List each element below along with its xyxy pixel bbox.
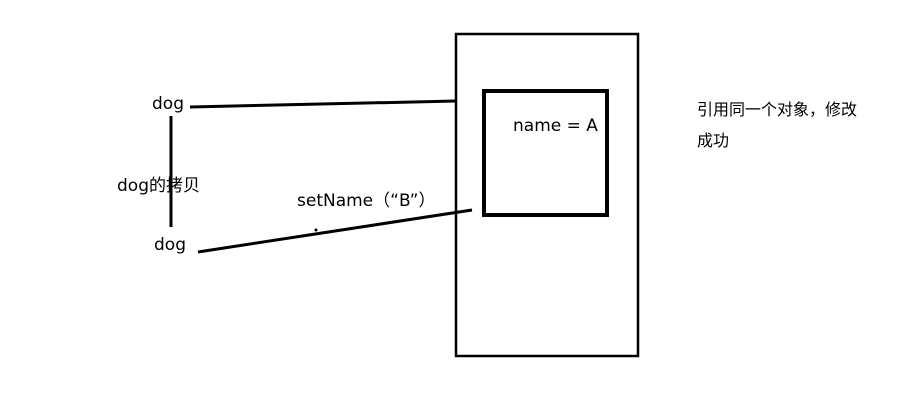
- result-note: 引用同一个对象，修改 成功: [697, 94, 897, 156]
- result-note-line-2: 成功: [697, 131, 730, 150]
- dog-label-bottom: dog: [154, 235, 186, 255]
- name-field-box: [482, 89, 609, 217]
- heap-object-box: [454, 32, 640, 358]
- result-note-line-1: 引用同一个对象，修改: [697, 100, 858, 119]
- copy-reference-line: [197, 208, 473, 254]
- dog-copy-label: dog的拷贝: [117, 176, 200, 196]
- set-name-call-label: setName（“B”）: [297, 191, 436, 211]
- dog-reference-line: [189, 99, 457, 109]
- name-field-label: name = A: [513, 116, 598, 136]
- dog-label-top: dog: [152, 94, 184, 114]
- stray-dot: [314, 228, 318, 232]
